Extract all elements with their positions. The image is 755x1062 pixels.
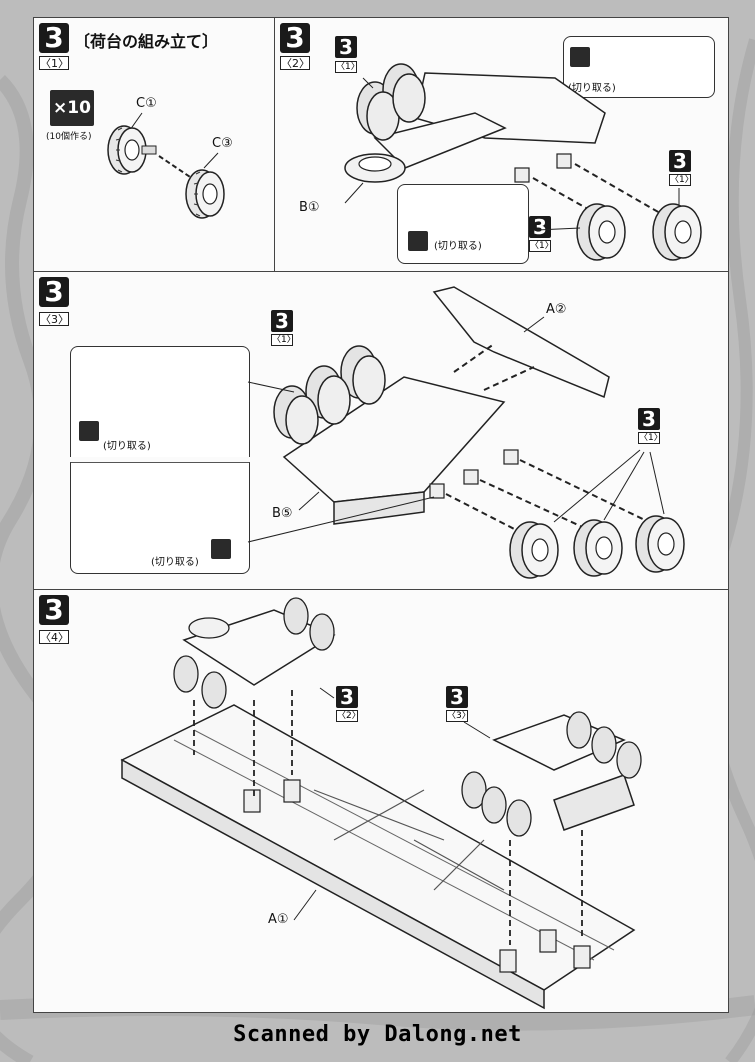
quantity-note: (10個作る): [46, 132, 92, 142]
cut-instruction: (切り取る): [434, 241, 482, 252]
ref-step-number: 3: [529, 216, 551, 238]
step-substep: 〈1〉: [39, 56, 69, 70]
part-label-a1: A①: [268, 912, 289, 927]
cut-detail-inset-upper: (切り取る): [70, 346, 250, 457]
cut-tool-icon: [79, 421, 99, 441]
cut-instruction: (切り取る): [103, 441, 151, 452]
cut-detail-inset-lower: (切り取る): [70, 462, 250, 574]
ref-step-sub: 〈2〉: [336, 710, 361, 722]
ref-step-number: 3: [336, 686, 358, 708]
step-number: 3: [39, 277, 69, 307]
quantity-badge: ×10: [50, 90, 94, 126]
cut-detail-inset-bottom: (切り取る): [397, 184, 529, 264]
step-substep: 〈3〉: [39, 312, 69, 326]
cut-instruction: (切り取る): [568, 83, 616, 94]
ref-step-number: 3: [669, 150, 691, 172]
ref-step-sub: 〈3〉: [446, 710, 471, 722]
ref-step-sub: 〈1〉: [271, 334, 296, 346]
step-substep: 〈4〉: [39, 630, 69, 644]
scan-credit: Scanned by Dalong.net: [233, 1022, 522, 1047]
cut-tool-icon: [570, 47, 590, 67]
part-label-b1: B①: [299, 200, 320, 215]
ref-step-number: 3: [335, 36, 357, 58]
step-number: 3: [280, 23, 310, 53]
trailer-bed-diagram: [120, 597, 642, 1010]
step-3-4-panel: 3 〈4〉 3 〈2〉 3 〈3〉 A①: [33, 589, 729, 1013]
step-substep: 〈2〉: [280, 56, 310, 70]
ref-step-sub: 〈1〉: [529, 240, 554, 252]
step-3-3-panel: 3 〈3〉 3 〈1〉 3 〈1〉 A② B⑤ (切り取る) (切り取る): [33, 271, 729, 591]
ref-step-number: 3: [638, 408, 660, 430]
cut-instruction: (切り取る): [151, 557, 199, 568]
wheel-assembly-diagram: [107, 112, 225, 219]
cut-tool-icon: [211, 539, 231, 559]
ref-step-sub: 〈1〉: [669, 174, 694, 186]
step-number: 3: [39, 595, 69, 625]
chassis-b5-diagram: [247, 286, 685, 579]
ref-step-sub: 〈1〉: [335, 61, 360, 73]
step-3-1-panel: 3 〈1〉 〔荷台の組み立て〕 ×10 (10個作る) C① C③: [33, 17, 276, 273]
part-label-b5: B⑤: [272, 506, 293, 521]
ref-step-number: 3: [271, 310, 293, 332]
part-label-c1: C①: [136, 96, 157, 111]
part-label-c3: C③: [212, 136, 233, 151]
step-number: 3: [39, 23, 69, 53]
step-3-2-panel: 3 〈2〉 3 〈1〉 3 〈1〉 3 〈1〉 B① (切り取る) (切り取る): [274, 17, 729, 273]
part-label-a2: A②: [546, 302, 567, 317]
ref-step-sub: 〈1〉: [638, 432, 663, 444]
chassis-b1-diagram: [344, 63, 702, 261]
cut-detail-inset-top: (切り取る): [563, 36, 715, 98]
cut-tool-icon: [408, 231, 428, 251]
section-title: 〔荷台の組み立て〕: [74, 32, 219, 51]
ref-step-number: 3: [446, 686, 468, 708]
